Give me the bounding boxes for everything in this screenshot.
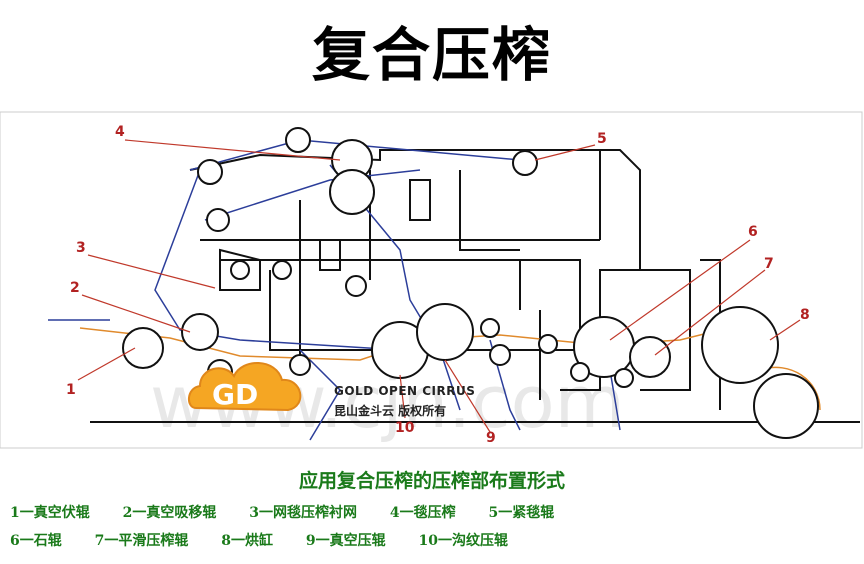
logo-brand-en: GOLD OPEN CIRRUS [334, 384, 476, 398]
legend-row-1: 1一真空伏辊 2一真空吸移辊 3一网毯压榨衬网 4一毯压榨 5一紧毯辊 [10, 502, 582, 522]
callout-8: 8 [800, 307, 810, 323]
callout-1: 1 [66, 382, 76, 398]
logo-brand-cn: 昆山金斗云 版权所有 [334, 404, 447, 418]
legend-row-2: 6一石辊 7一平滑压榨辊 8一烘缸 9一真空压辊 10一沟纹压辊 [10, 530, 536, 550]
legend-item: 4一毯压榨 [389, 505, 456, 521]
svg-text:GD: GD [212, 378, 258, 411]
callout-2: 2 [70, 280, 80, 296]
callout-numbers: 1 2 3 4 5 6 7 8 9 10 [66, 124, 810, 446]
callout-lines [77, 139, 801, 433]
machine-frame [0, 111, 863, 449]
legend-item: 2一真空吸移辊 [122, 505, 217, 521]
legend-item: 6一石辊 [10, 533, 62, 549]
legend-item: 8一烘缸 [221, 533, 273, 549]
callout-5: 5 [597, 131, 607, 147]
callout-6: 6 [748, 224, 758, 240]
diagram-caption: 应用复合压榨的压榨部布置形式 [298, 470, 565, 492]
gold-open-cirrus-logo: GD [188, 362, 302, 412]
callout-3: 3 [76, 240, 86, 256]
felt-runs [48, 139, 621, 441]
callout-7: 7 [764, 256, 774, 272]
legend-item: 9一真空压辊 [305, 533, 386, 549]
legend-item: 3一网毯压榨衬网 [249, 505, 357, 521]
press-section-diagram: 1 2 3 4 5 6 7 8 9 10 [0, 111, 863, 449]
rolls [122, 127, 819, 439]
callout-9: 9 [486, 430, 496, 446]
callout-4: 4 [115, 124, 125, 140]
legend-item: 10一沟纹压辊 [418, 533, 508, 549]
legend-item: 1一真空伏辊 [10, 505, 90, 521]
legend-item: 7一平滑压榨辊 [94, 533, 189, 549]
legend-item: 5一紧毯辊 [488, 505, 555, 521]
callout-10: 10 [395, 420, 415, 436]
page-title: 复合压榨 [311, 21, 552, 89]
